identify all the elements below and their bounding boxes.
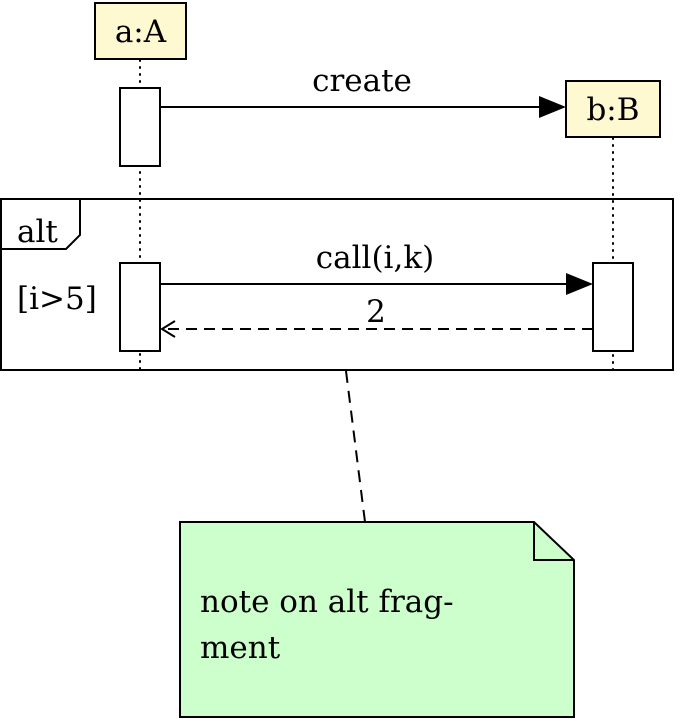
- message-create-label: create: [312, 63, 412, 99]
- participant-b[interactable]: b:B: [565, 80, 661, 138]
- message-create-arrowhead: [539, 96, 566, 118]
- note-dog-ear: [533, 522, 574, 561]
- activation-a-create: [119, 87, 161, 167]
- message-return-label: 2: [366, 294, 386, 330]
- participant-a-label: a:A: [115, 14, 167, 50]
- note-body: [179, 521, 575, 718]
- note-text-line-2: ment: [200, 630, 281, 666]
- activation-b-call: [592, 262, 634, 352]
- note-text-line-1: note on alt frag-: [200, 584, 454, 620]
- message-return-arrowhead: [160, 320, 176, 338]
- alt-fragment-guard: [i>5]: [17, 281, 97, 317]
- message-call[interactable]: call(i,k): [160, 240, 593, 295]
- note-connector: [345, 370, 366, 523]
- alt-fragment-frame: [0, 198, 674, 371]
- message-call-label: call(i,k): [316, 240, 434, 276]
- message-call-arrowhead: [566, 273, 593, 295]
- participant-a[interactable]: a:A: [94, 2, 187, 60]
- message-create[interactable]: create: [160, 63, 566, 118]
- alt-fragment[interactable]: alt [i>5]: [0, 198, 674, 371]
- participant-a-box: [94, 2, 187, 60]
- participant-b-label: b:B: [586, 92, 639, 128]
- alt-fragment-tab: [1, 199, 81, 250]
- activation-a-call: [119, 262, 161, 352]
- note[interactable]: note on alt frag- ment: [179, 521, 575, 718]
- alt-fragment-operator: alt: [17, 214, 58, 250]
- participant-b-box: [565, 80, 661, 138]
- message-return[interactable]: 2: [160, 294, 593, 338]
